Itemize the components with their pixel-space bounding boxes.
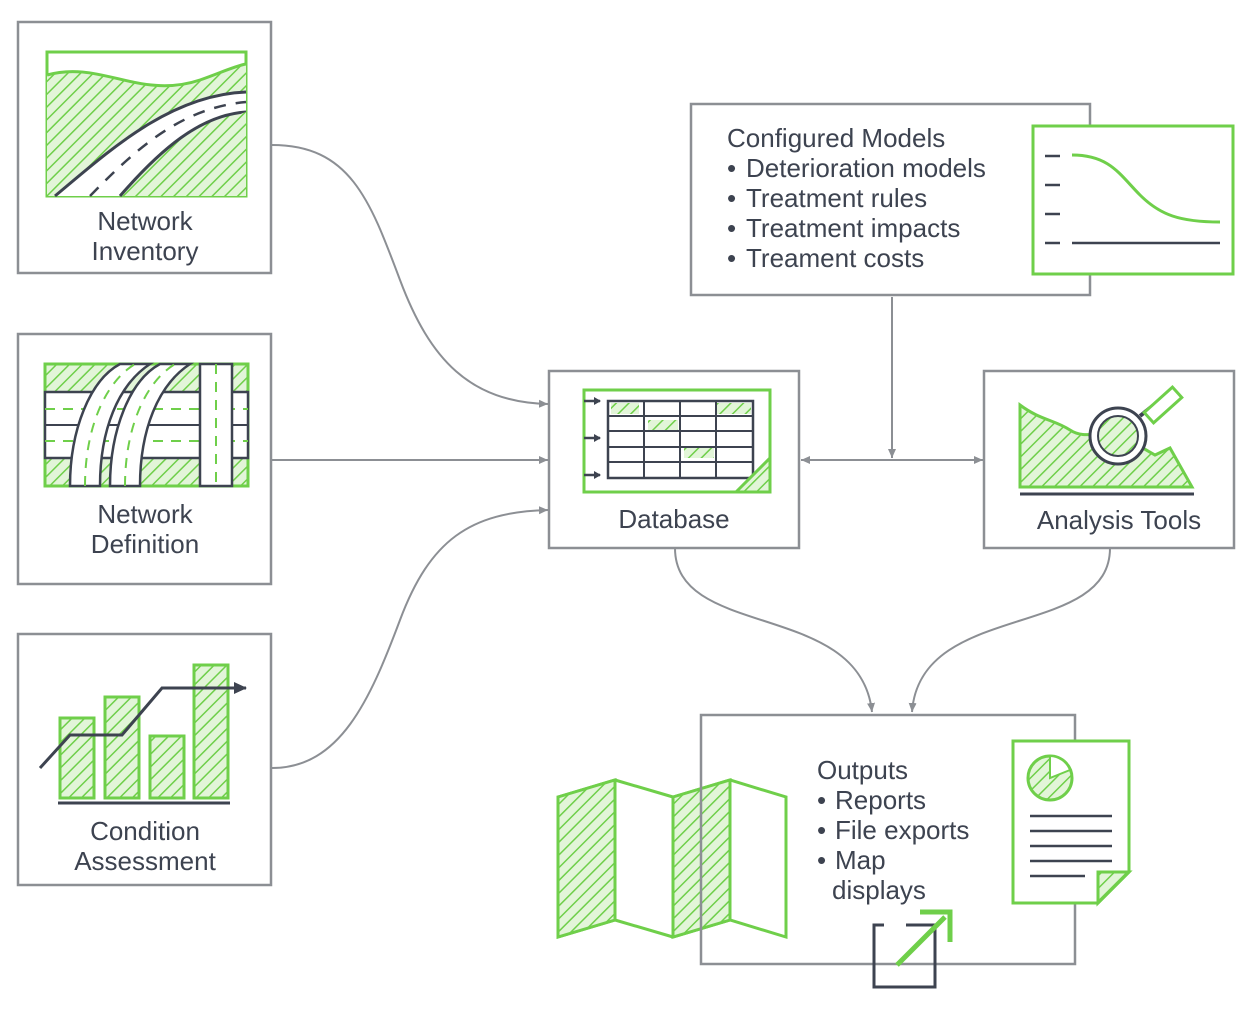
database-label: Database (618, 504, 729, 534)
network-inventory-label-line2: Inventory (92, 236, 199, 266)
outputs-item-3: Map (835, 845, 886, 875)
network-inventory-node: Network Inventory (16, 20, 273, 275)
network-definition-label-line2: Definition (91, 529, 199, 559)
configured-models-title: Configured Models (727, 123, 945, 153)
magnifier-hill-icon (1018, 384, 1195, 496)
analysis-tools-label: Analysis Tools (1037, 505, 1201, 535)
condition-assessment-label-line1: Condition (90, 816, 200, 846)
network-definition-label-line1: Network (97, 499, 193, 529)
outputs-item-1: Reports (835, 785, 926, 815)
connector-analysis-to-outputs (908, 547, 1111, 713)
outputs-item-4: displays (832, 875, 926, 905)
outputs-item-2: File exports (835, 815, 969, 845)
road-icon (45, 50, 248, 198)
configured-models-item-2: Treatment rules (746, 183, 927, 213)
curve-chart-icon (1031, 124, 1235, 276)
outputs-bullet: • (817, 785, 826, 815)
configured-models-bullet: • (727, 213, 736, 243)
analysis-tools-node: Analysis Tools (982, 369, 1236, 550)
configured-models-item-1: Deterioration models (746, 153, 986, 183)
outputs-bullet: • (817, 845, 826, 875)
network-inventory-label-line1: Network (97, 206, 193, 236)
connector-database-to-outputs (674, 547, 876, 713)
condition-assessment-label-line2: Assessment (74, 846, 216, 876)
configured-models-bullet: • (727, 243, 736, 273)
configured-models-item-4: Treament costs (746, 243, 924, 273)
configured-models-bullet: • (727, 183, 736, 213)
database-node: Database (547, 369, 801, 550)
network-definition-node: Network Definition (16, 332, 273, 586)
connector-inventory-to-database (271, 144, 549, 408)
outputs-title: Outputs (817, 755, 908, 785)
outputs-node: Outputs • Reports • File exports • Map d… (556, 713, 1133, 989)
condition-assessment-node: Condition Assessment (16, 632, 273, 887)
spreadsheet-icon (582, 388, 772, 494)
configured-models-item-3: Treatment impacts (746, 213, 960, 243)
outputs-bullet: • (817, 815, 826, 845)
connector-condition-to-database (271, 506, 549, 769)
connectors (271, 144, 1111, 769)
interchange-icon (43, 362, 250, 488)
bar-chart-icon (38, 663, 247, 805)
folded-map-icon (556, 777, 788, 940)
report-document-icon (1011, 739, 1133, 907)
configured-models-bullet: • (727, 153, 736, 183)
export-arrow-icon (872, 909, 953, 989)
configured-models-node: Configured Models • Deterioration models… (689, 102, 1235, 297)
